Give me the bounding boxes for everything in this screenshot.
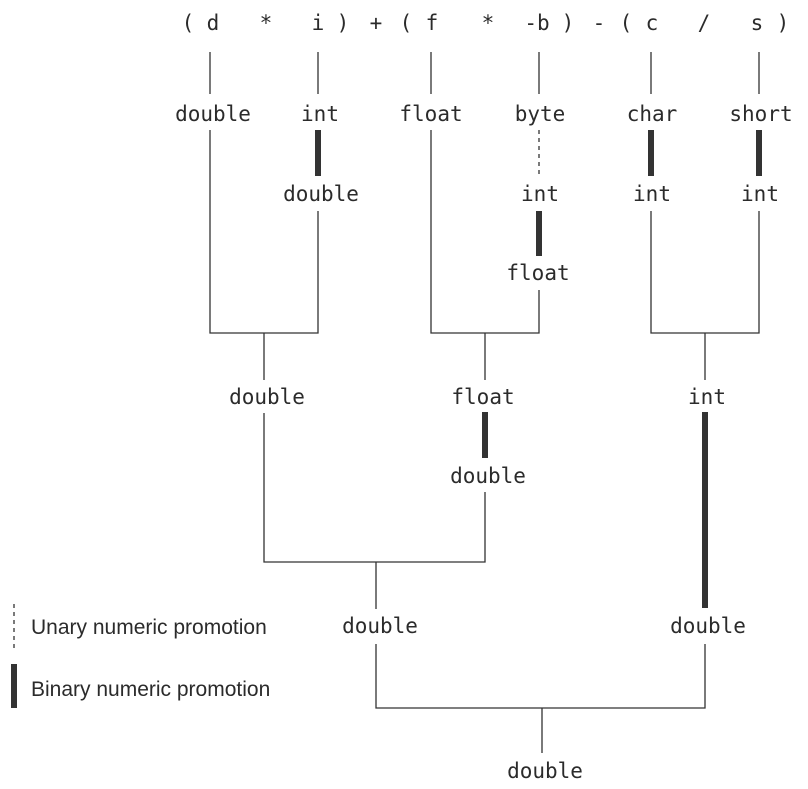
bracket-d-times-i [209,130,319,334]
token-open-paren-2: ( [400,11,413,35]
legend-binary-label: Binary numeric promotion [31,678,270,701]
token-c: c [646,11,659,35]
token-neg-b: -b [524,11,549,35]
bracket-result [375,644,706,709]
type-sum: double [342,614,418,638]
token-i: i [312,11,325,35]
type-i: int [301,102,339,126]
type-i-promoted: double [283,182,359,206]
type-d: double [175,102,251,126]
expression: ( d * i ) + ( f * -b ) - ( c / s ) [182,11,790,35]
type-b-unary: int [521,182,559,206]
type-c: char [627,102,678,126]
token-close-paren-2: ) [562,11,575,35]
token-close-paren-3: ) [777,11,790,35]
type-f-times-b: float [451,385,514,409]
token-times-1: * [260,11,273,35]
type-s-promoted: int [741,182,779,206]
token-open-paren-1: ( [182,11,195,35]
connectors [209,52,762,753]
token-plus: + [370,11,383,35]
token-divide: / [698,11,711,35]
bracket-sum [263,413,486,563]
bracket-f-times-b [430,130,540,334]
token-s: s [751,11,764,35]
type-b: byte [515,102,566,126]
token-times-2: * [482,11,495,35]
token-close-paren-1: ) [337,11,350,35]
token-minus: - [593,11,606,35]
bracket-c-div-s [650,211,760,334]
token-d: d [207,11,220,35]
type-c-promoted: int [633,182,671,206]
legend: Unary numeric promotion Binary numeric p… [11,604,270,708]
legend-unary-label: Unary numeric promotion [31,616,267,639]
type-c-div-s: int [688,385,726,409]
type-labels: double int double float byte int float c… [175,102,793,783]
type-d-times-i: double [229,385,305,409]
type-s: short [729,102,792,126]
type-f: float [399,102,462,126]
type-result: double [507,759,583,783]
type-f-times-b-promoted: double [450,464,526,488]
type-c-div-s-promoted: double [670,614,746,638]
token-f: f [426,11,439,35]
type-b-binary: float [506,261,569,285]
token-open-paren-3: ( [620,11,633,35]
